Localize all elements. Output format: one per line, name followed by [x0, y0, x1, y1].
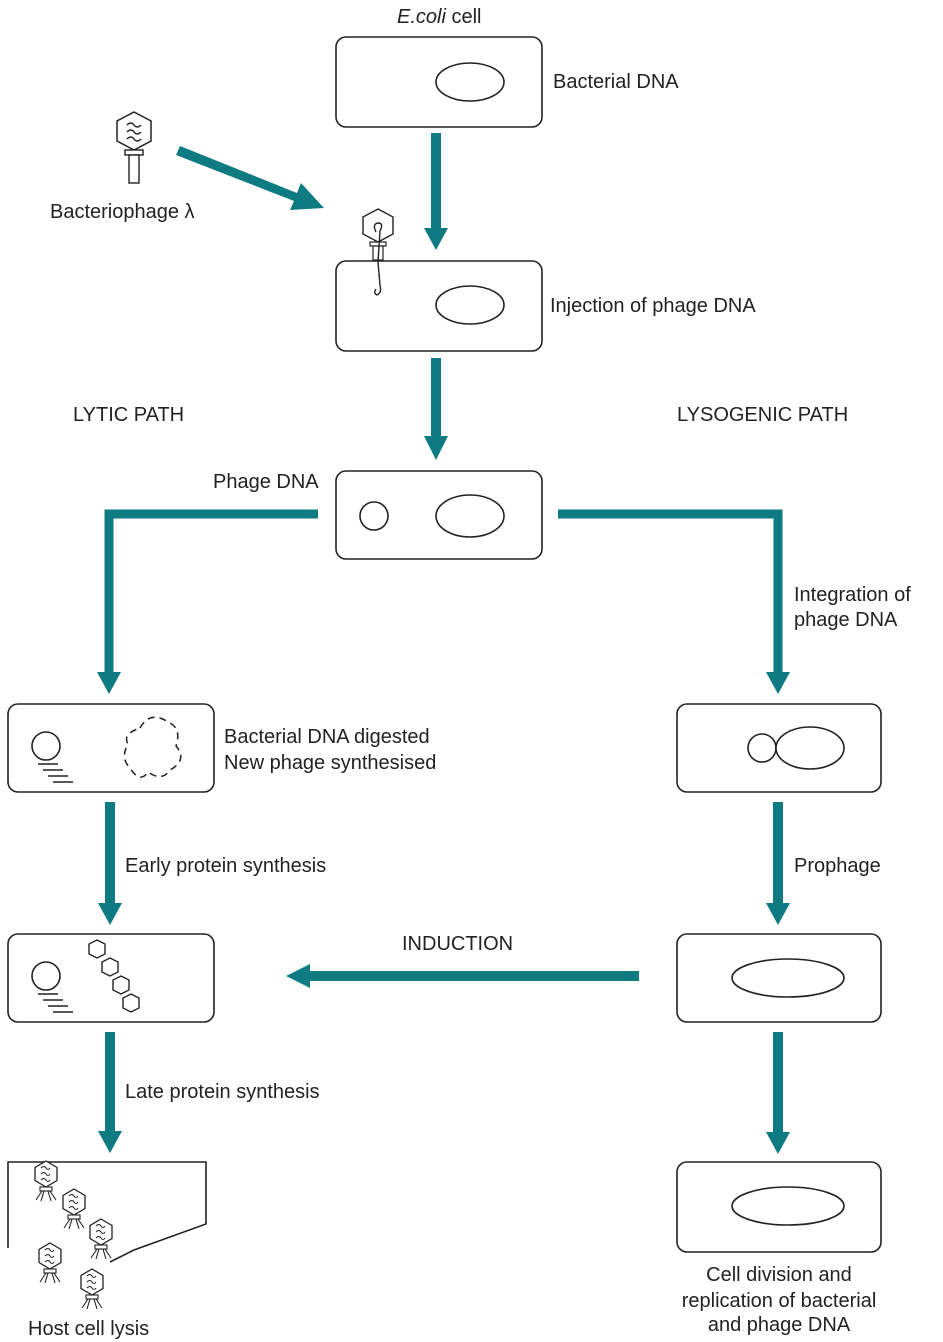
integration-label-line1: Integration of — [794, 584, 911, 606]
late-protein-label: Late protein synthesis — [125, 1081, 320, 1103]
bacterial-dna-label: Bacterial DNA — [553, 71, 679, 93]
arrow-early-protein — [98, 802, 122, 925]
lytic-path-arrow — [97, 509, 318, 694]
injected-dna-strand — [373, 222, 383, 296]
bacteriophage-label: Bacteriophage λ — [50, 201, 195, 223]
injection-label: Injection of phage DNA — [550, 295, 756, 317]
lysed-host-cell — [7, 1160, 207, 1310]
digested-label-line2: New phage synthesised — [224, 752, 437, 774]
dividing-cell — [676, 1161, 882, 1253]
phage-dna-circle — [359, 501, 389, 531]
digested-label-line1: Bacterial DNA digested — [224, 726, 430, 748]
injection-cell — [335, 208, 543, 352]
lysogenic-path-label: LYSOGENIC PATH — [677, 404, 849, 426]
early-protein-label: Early protein synthesis — [125, 855, 327, 877]
arrow-to-injection — [424, 133, 448, 250]
induction-arrow — [286, 964, 639, 988]
bacterial-dna-ellipse — [435, 62, 505, 102]
host-lysis-label: Host cell lysis — [28, 1318, 150, 1340]
ecoli-cell-label: E.coli cell — [397, 6, 482, 28]
bacteriophage-lambda-icon — [116, 111, 152, 184]
digested-cell — [7, 703, 215, 793]
cell-division-label-line2: replication of bacterial — [681, 1290, 877, 1312]
integration-label-line2: phage DNA — [794, 609, 898, 631]
phage-dna-cell — [335, 470, 543, 560]
lysogenic-path-arrow — [558, 509, 790, 694]
prophage-label: Prophage — [794, 855, 881, 877]
phage-dna-label: Phage DNA — [213, 471, 319, 493]
arrow-prophage — [766, 802, 790, 925]
lytic-path-label: LYTIC PATH — [73, 404, 185, 426]
early-protein-cell — [7, 933, 215, 1023]
induction-label: INDUCTION — [402, 933, 514, 955]
capsid-hexagons — [88, 939, 140, 1013]
prophage-cell — [676, 933, 882, 1023]
arrow-cell-division — [766, 1032, 790, 1154]
cell-division-label-line3: and phage DNA — [707, 1314, 851, 1336]
arrow-to-phage-dna — [424, 358, 448, 460]
arrow-late-protein — [98, 1032, 122, 1153]
infection-arrow — [176, 146, 324, 210]
ecoli-cell — [335, 36, 543, 128]
cell-division-label-line1: Cell division and — [706, 1264, 852, 1286]
integration-cell — [676, 703, 882, 793]
